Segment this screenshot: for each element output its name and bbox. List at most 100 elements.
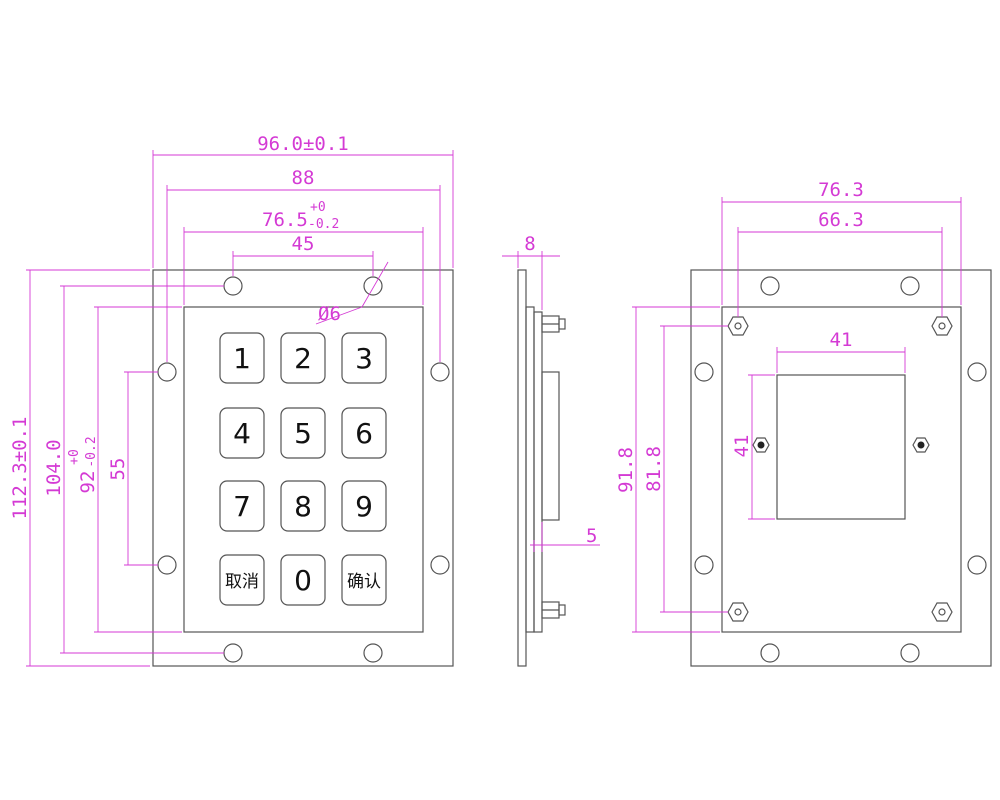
key-label: 确认 [347, 572, 381, 592]
dim-text: 104.0 [43, 439, 65, 496]
dim-text: 8 [524, 233, 535, 255]
dim-stud-length: 5 [530, 522, 600, 552]
key-label: 2 [294, 342, 312, 375]
mounting-hole [223, 643, 243, 663]
dim-panel-width: 76.5 +0 -0.2 [183, 200, 424, 305]
mounting-hole [760, 276, 780, 296]
dim-text: 5 [586, 525, 597, 547]
back-mounting-holes [694, 276, 987, 663]
dim-overall-width: 96.0±0.1 [152, 133, 454, 268]
dim-text: 55 [107, 458, 129, 481]
dim-side-hole-spacing: 55 [107, 371, 158, 566]
keypad-key-confirm[interactable]: 确认 [341, 554, 387, 606]
dim-hole-diameter: Ø6 [315, 261, 389, 325]
hex-stud [931, 316, 953, 336]
dim-thickness: 8 [502, 233, 560, 310]
mounting-hole [967, 362, 987, 382]
key-label: 9 [355, 490, 373, 523]
side-view: 8 5 [502, 233, 600, 667]
dim-tol-upper: +0 [310, 200, 326, 215]
mounting-hole [430, 555, 450, 575]
keypad-key-7[interactable]: 7 [219, 480, 265, 532]
dim-tol-lower: -0.2 [308, 217, 339, 232]
front-mounting-holes [157, 276, 450, 663]
dim-text: 92 [77, 471, 99, 494]
module-screw [752, 437, 770, 453]
front-outer-plate [152, 269, 454, 667]
dim-hole-spacing-width: 88 [166, 167, 441, 362]
dim-text: 88 [292, 167, 315, 189]
keypad-key-1[interactable]: 1 [219, 332, 265, 384]
mounting-hole [223, 276, 243, 296]
side-module [541, 371, 560, 521]
keypad-key-9[interactable]: 9 [341, 480, 387, 532]
back-inner-panel [721, 306, 962, 633]
hex-stud [727, 316, 749, 336]
dim-text: 112.3±0.1 [9, 417, 31, 520]
dim-text: 45 [292, 233, 315, 255]
back-outer-plate [690, 269, 992, 667]
keypad-key-3[interactable]: 3 [341, 332, 387, 384]
dim-overall-height: 112.3±0.1 [9, 269, 150, 667]
dim-text: 76.3 [818, 179, 864, 201]
dim-tol-upper: +0 [67, 449, 82, 465]
hex-stud [931, 602, 953, 622]
dim-inner-height: 81.8 [643, 325, 728, 613]
side-body [525, 306, 535, 633]
side-pcb [533, 311, 543, 633]
key-label: 0 [294, 564, 312, 597]
key-label: 1 [233, 342, 251, 375]
keypad-key-2[interactable]: 2 [280, 332, 326, 384]
side-stud-top [541, 315, 566, 333]
hex-stud [727, 602, 749, 622]
side-stud-bottom [541, 601, 566, 619]
front-view: 1 2 3 4 5 6 7 8 [9, 133, 454, 667]
keypad-key-0[interactable]: 0 [280, 554, 326, 606]
mounting-hole [430, 362, 450, 382]
mounting-hole [900, 276, 920, 296]
back-module [776, 374, 906, 520]
mounting-hole [157, 362, 177, 382]
dim-hole-spacing-height: 104.0 [43, 285, 224, 654]
key-label: 5 [294, 417, 312, 450]
key-label: 8 [294, 490, 312, 523]
dim-text: 66.3 [818, 209, 864, 231]
dim-text: 91.8 [615, 447, 637, 493]
dim-text: 41 [731, 435, 753, 458]
dim-text: 76.5 [262, 209, 308, 231]
keypad-key-5[interactable]: 5 [280, 407, 326, 459]
side-plate [517, 269, 527, 667]
dim-top-hole-spacing: 45 [232, 233, 374, 276]
mounting-hole [760, 643, 780, 663]
dim-inner-width: 66.3 [737, 209, 943, 317]
key-label: 6 [355, 417, 373, 450]
dim-stud-spacing-width: 76.3 [721, 179, 962, 305]
mounting-hole [363, 276, 383, 296]
keypad-key-cancel[interactable]: 取消 [219, 554, 265, 606]
dim-module-width: 41 [776, 329, 906, 373]
mounting-hole [900, 643, 920, 663]
front-inner-panel [183, 306, 424, 633]
mounting-hole [694, 555, 714, 575]
dim-panel-height: 92 +0 -0.2 [67, 306, 182, 633]
dim-text: 41 [830, 329, 853, 351]
mounting-hole [157, 555, 177, 575]
back-view: 76.3 66.3 41 41 91.8 [615, 179, 992, 667]
dim-tol-lower: -0.2 [84, 436, 99, 467]
keypad-key-4[interactable]: 4 [219, 407, 265, 459]
keypad-key-6[interactable]: 6 [341, 407, 387, 459]
key-label: 3 [355, 342, 373, 375]
key-label: 4 [233, 417, 251, 450]
keypad-key-8[interactable]: 8 [280, 480, 326, 532]
key-label: 取消 [225, 572, 259, 592]
back-studs [727, 316, 953, 622]
mounting-hole [363, 643, 383, 663]
key-label: 7 [233, 490, 251, 523]
dim-text: 96.0±0.1 [257, 133, 349, 155]
dim-text: Ø6 [318, 303, 341, 325]
dim-module-height: 41 [731, 374, 775, 520]
dim-text: 81.8 [643, 446, 665, 492]
module-screw [912, 437, 930, 453]
dim-stud-spacing-height: 91.8 [615, 306, 720, 633]
